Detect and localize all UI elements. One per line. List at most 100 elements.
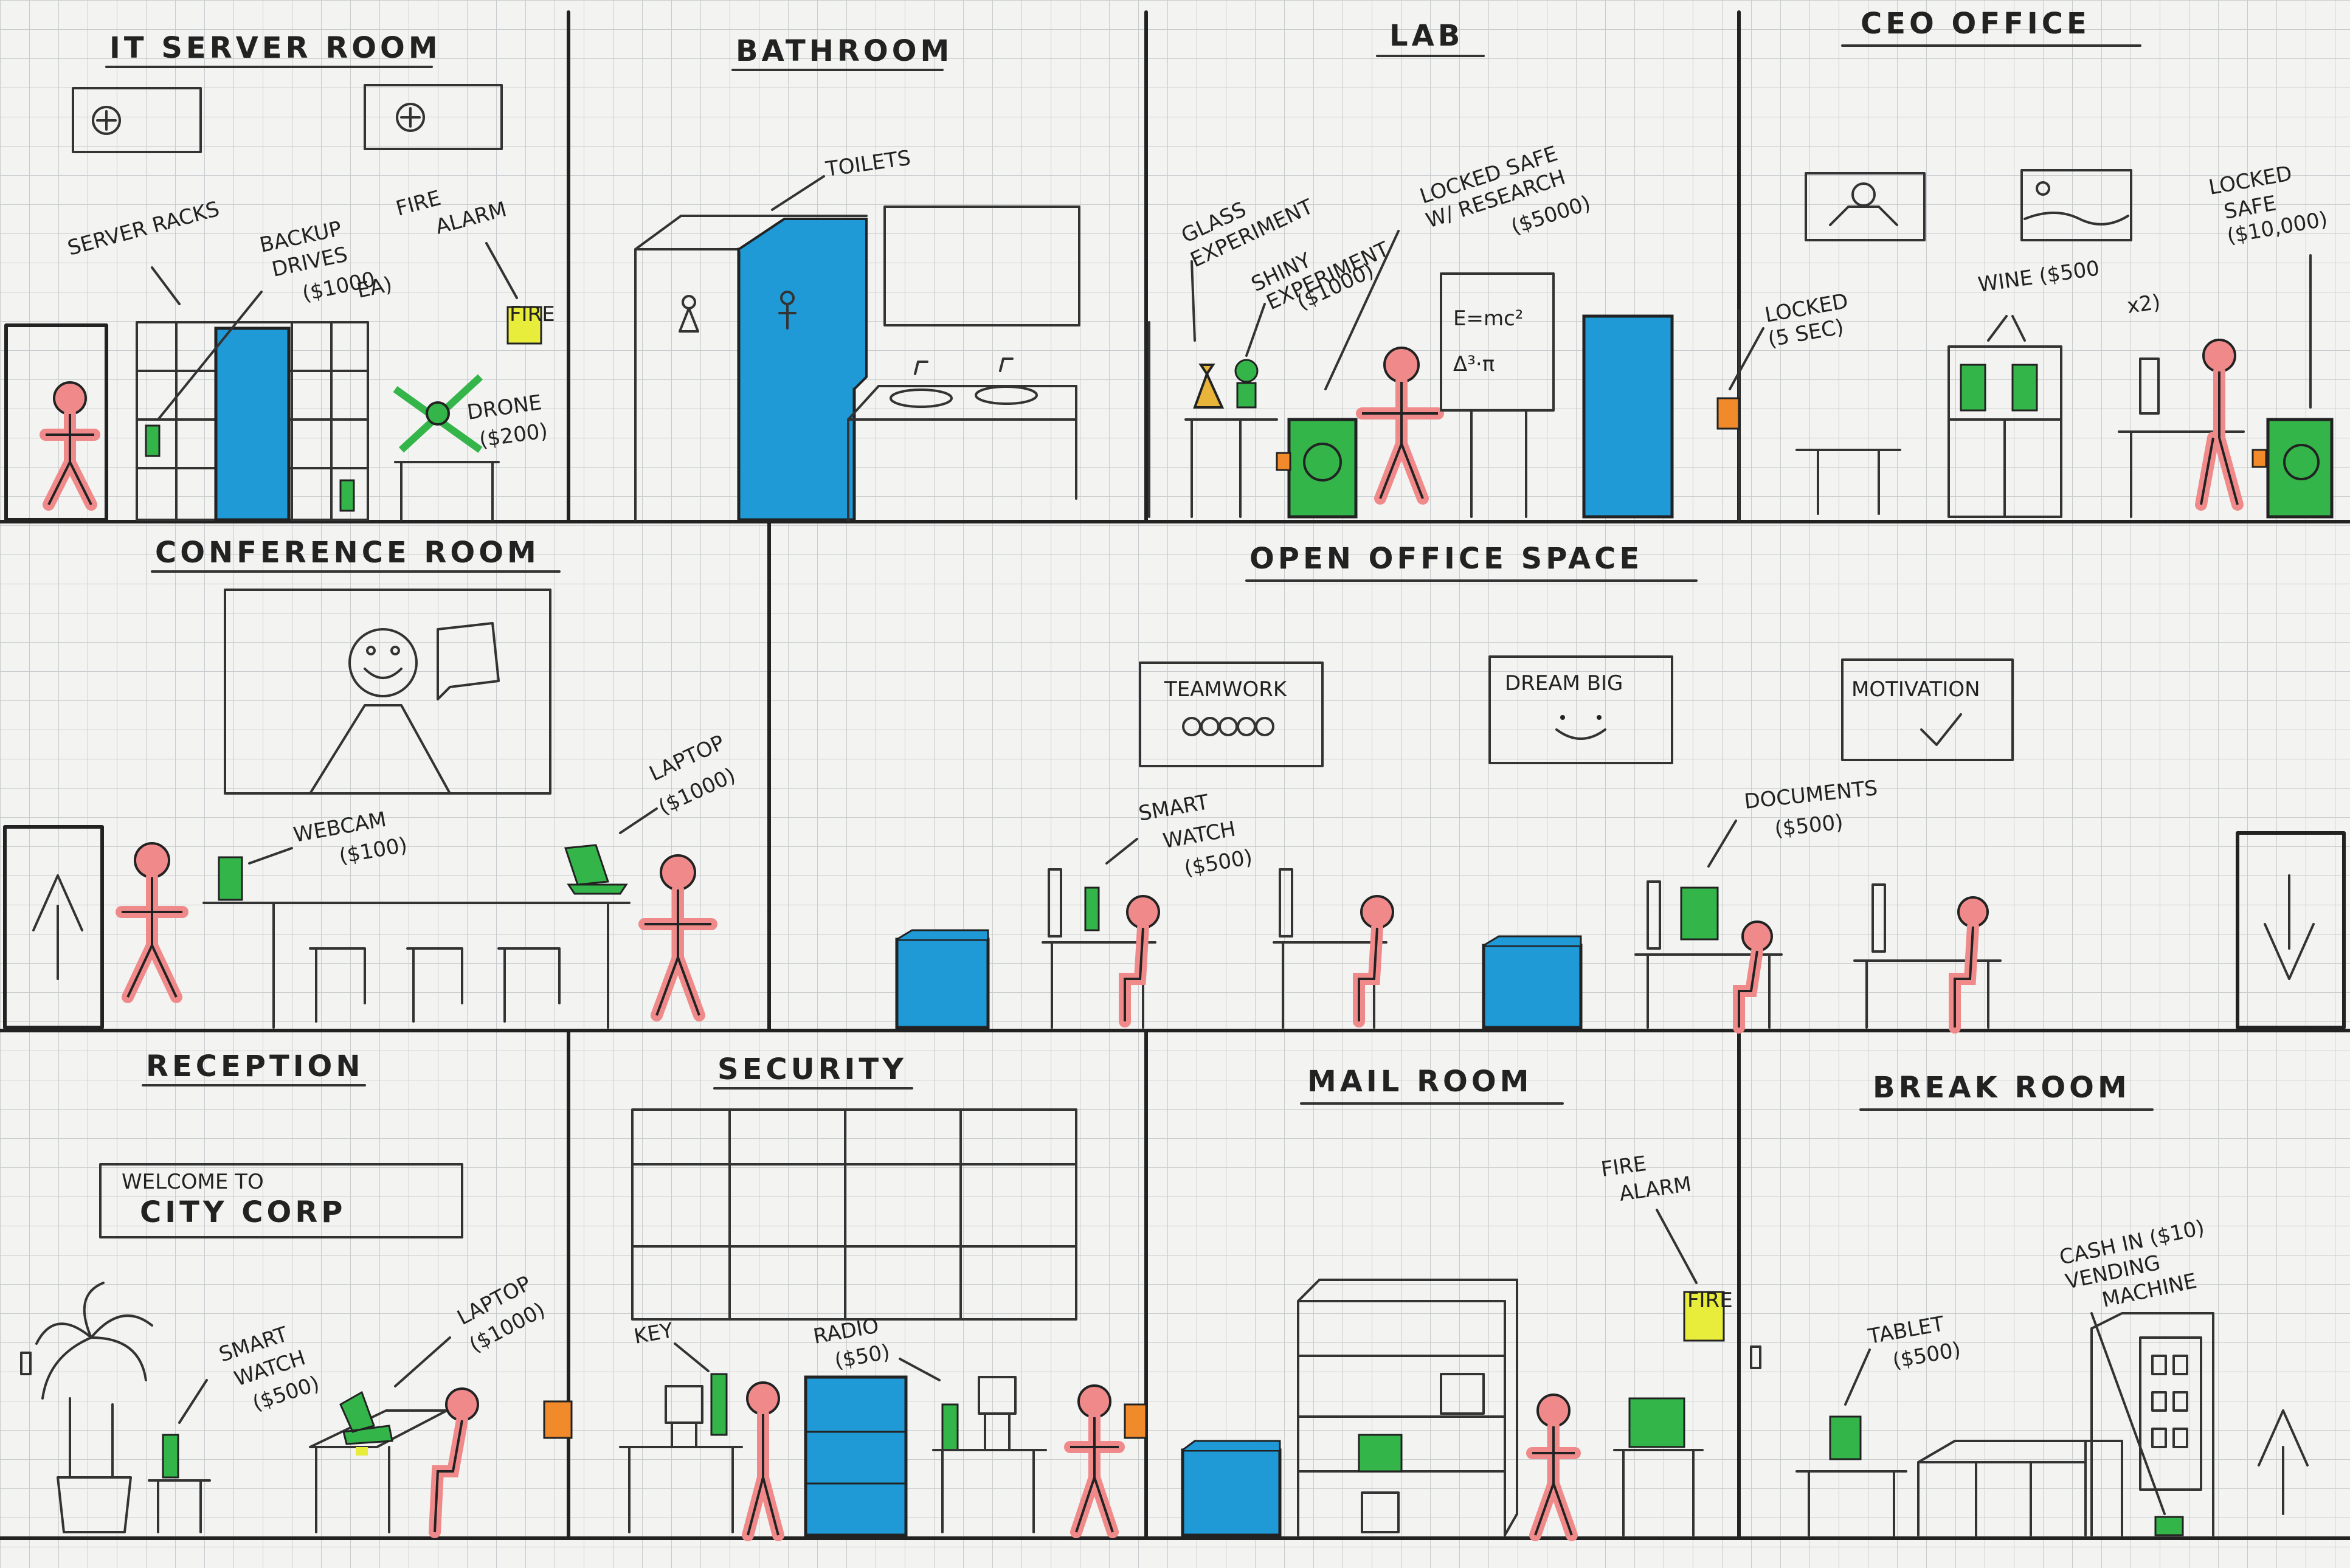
- shiny-experiment[interactable]: [1234, 359, 1259, 409]
- tablet[interactable]: [1829, 1415, 1862, 1460]
- room-titles: IT SERVER ROOM BATHROOM LAB CEO OFFICE C…: [105, 7, 2154, 1111]
- cctv-monitors: [631, 1108, 1077, 1321]
- locked-safe-ceo[interactable]: [2252, 418, 2334, 519]
- documents[interactable]: [1680, 886, 1719, 941]
- toilet-sign-women: [679, 295, 699, 333]
- blue-box-1[interactable]: [895, 929, 990, 1029]
- room-title-conference: CONFERENCE ROOM: [155, 536, 540, 570]
- room-title-security: SECURITY: [717, 1052, 907, 1086]
- mail-shelves: [1297, 1279, 1518, 1536]
- wine-cabinet: [1947, 345, 2062, 518]
- conference-person-2: [638, 854, 717, 1021]
- fire-alarm-it[interactable]: FIRE: [506, 302, 555, 345]
- poster-motivation-text: MOTIVATION: [1851, 677, 1980, 702]
- ceo-person: [2195, 339, 2244, 511]
- fire-alarm-sign-it: FIRE: [510, 302, 555, 326]
- fire-alarm-sign-mail: FIRE: [1687, 1288, 1733, 1313]
- poster-dream-text: DREAM BIG: [1505, 671, 1623, 696]
- mail-blue-box[interactable]: [1181, 1440, 1282, 1537]
- laptop-reception[interactable]: [339, 1390, 393, 1445]
- glass-experiment[interactable]: [1193, 364, 1225, 409]
- reception-side-table: [148, 1479, 211, 1533]
- painting-portrait: [1805, 172, 1926, 241]
- security-key[interactable]: [710, 1373, 728, 1436]
- formula-1: E=mc²: [1453, 306, 1523, 331]
- room-title-lab: LAB: [1389, 19, 1464, 53]
- wine-bottle-1[interactable]: [1960, 364, 1986, 412]
- it-entry-door[interactable]: [4, 323, 108, 522]
- radio[interactable]: [941, 1403, 959, 1451]
- ceo-door-lock[interactable]: [1716, 397, 1740, 430]
- toilet-stalls: [634, 215, 868, 521]
- smart-watch-open[interactable]: [1084, 886, 1100, 931]
- room-title-ceo: CEO OFFICE: [1861, 7, 2090, 41]
- room-title-open: OPEN OFFICE SPACE: [1249, 542, 1643, 576]
- receptionist: [429, 1387, 479, 1538]
- lab: E=mc² Δ³·π GLASS EXPERIMENT SHINY EXPERI…: [1148, 142, 1674, 519]
- mail-person: [1526, 1394, 1581, 1541]
- poster-motivation: MOTIVATION: [1841, 658, 2014, 761]
- welcome-line-1: WELCOME TO: [122, 1170, 264, 1194]
- smart-watch-reception[interactable]: [162, 1434, 179, 1479]
- potted-plant: [35, 1282, 153, 1533]
- mail-package-1: [1440, 1373, 1485, 1415]
- note-wine-2: x2): [2126, 290, 2162, 319]
- ceiling-vent-1: [72, 87, 202, 153]
- poster-teamwork: TEAMWORK: [1139, 661, 1324, 767]
- laptop-conference[interactable]: [564, 844, 628, 895]
- locked-safe-lab[interactable]: [1276, 418, 1358, 519]
- room-title-it: IT SERVER ROOM: [109, 31, 441, 65]
- mirror: [883, 205, 1080, 326]
- ceo-small-table: [1795, 449, 1901, 515]
- mail-gift-package[interactable]: [1628, 1397, 1685, 1448]
- vending-machine[interactable]: [2090, 1312, 2214, 1536]
- security-guard-2: [1064, 1384, 1125, 1538]
- room-title-bathroom: BATHROOM: [736, 34, 953, 68]
- drone[interactable]: [393, 374, 483, 453]
- lab-blue-door[interactable]: [1582, 314, 1674, 519]
- mail-room: FIRE FIRE ALARM: [1181, 1152, 1761, 1541]
- break-elevator-up[interactable]: [2258, 1409, 2309, 1515]
- elevator-down[interactable]: [2236, 831, 2346, 1029]
- security-blue-locker[interactable]: [804, 1375, 908, 1537]
- fire-alarm-mail[interactable]: FIRE: [1683, 1288, 1733, 1342]
- mail-light-switch[interactable]: [1750, 1345, 1761, 1369]
- break-table: [1795, 1470, 1907, 1536]
- room-title-reception: RECEPTION: [146, 1049, 364, 1083]
- security-door-lock[interactable]: [1124, 1403, 1147, 1439]
- security-guard-1: [742, 1381, 784, 1541]
- drone-table: [394, 461, 500, 521]
- security-desk-1: [619, 1385, 743, 1533]
- reception: WELCOME TO CITY CORP SMART WATCH ($500): [20, 1163, 573, 1538]
- wine-bottle-2[interactable]: [2011, 364, 2038, 412]
- toilet-sign-men: [778, 291, 797, 330]
- reception-light-switch[interactable]: [20, 1352, 32, 1375]
- reception-door-lock[interactable]: [543, 1400, 573, 1439]
- backup-drive-2[interactable]: [339, 479, 355, 512]
- poster-dream-big: DREAM BIG: [1488, 655, 1673, 764]
- kitchen-counter: [1917, 1440, 2123, 1536]
- mail-package-3: [1361, 1491, 1400, 1533]
- it-person: [40, 381, 100, 511]
- office-worker-3: [1733, 920, 1773, 1034]
- security-desk-2: [932, 1376, 1047, 1533]
- stall-door-top: [738, 218, 868, 390]
- welcome-line-2: CITY CORP: [140, 1195, 346, 1229]
- elevator-up[interactable]: [3, 825, 104, 1029]
- blue-box-2[interactable]: [1482, 935, 1583, 1029]
- room-title-mail: MAIL ROOM: [1307, 1065, 1532, 1099]
- mail-side-table: [1613, 1449, 1704, 1536]
- it-blue-door[interactable]: [214, 326, 291, 522]
- mail-package-2[interactable]: [1358, 1434, 1403, 1473]
- open-office-space: TEAMWORK DREAM BIG MOTIVATION: [895, 655, 2346, 1034]
- backup-drive-1[interactable]: [145, 424, 161, 457]
- welcome-sign: WELCOME TO CITY CORP: [99, 1163, 463, 1238]
- vending-cash[interactable]: [2154, 1516, 2184, 1536]
- poster-teamwork-text: TEAMWORK: [1164, 677, 1288, 702]
- webcam[interactable]: [218, 856, 243, 901]
- ceiling-vent-2: [364, 84, 503, 150]
- office-worker-4: [1949, 896, 1989, 1034]
- bathroom: TOILETS: [634, 146, 1080, 522]
- painting-landscape: [2020, 169, 2132, 241]
